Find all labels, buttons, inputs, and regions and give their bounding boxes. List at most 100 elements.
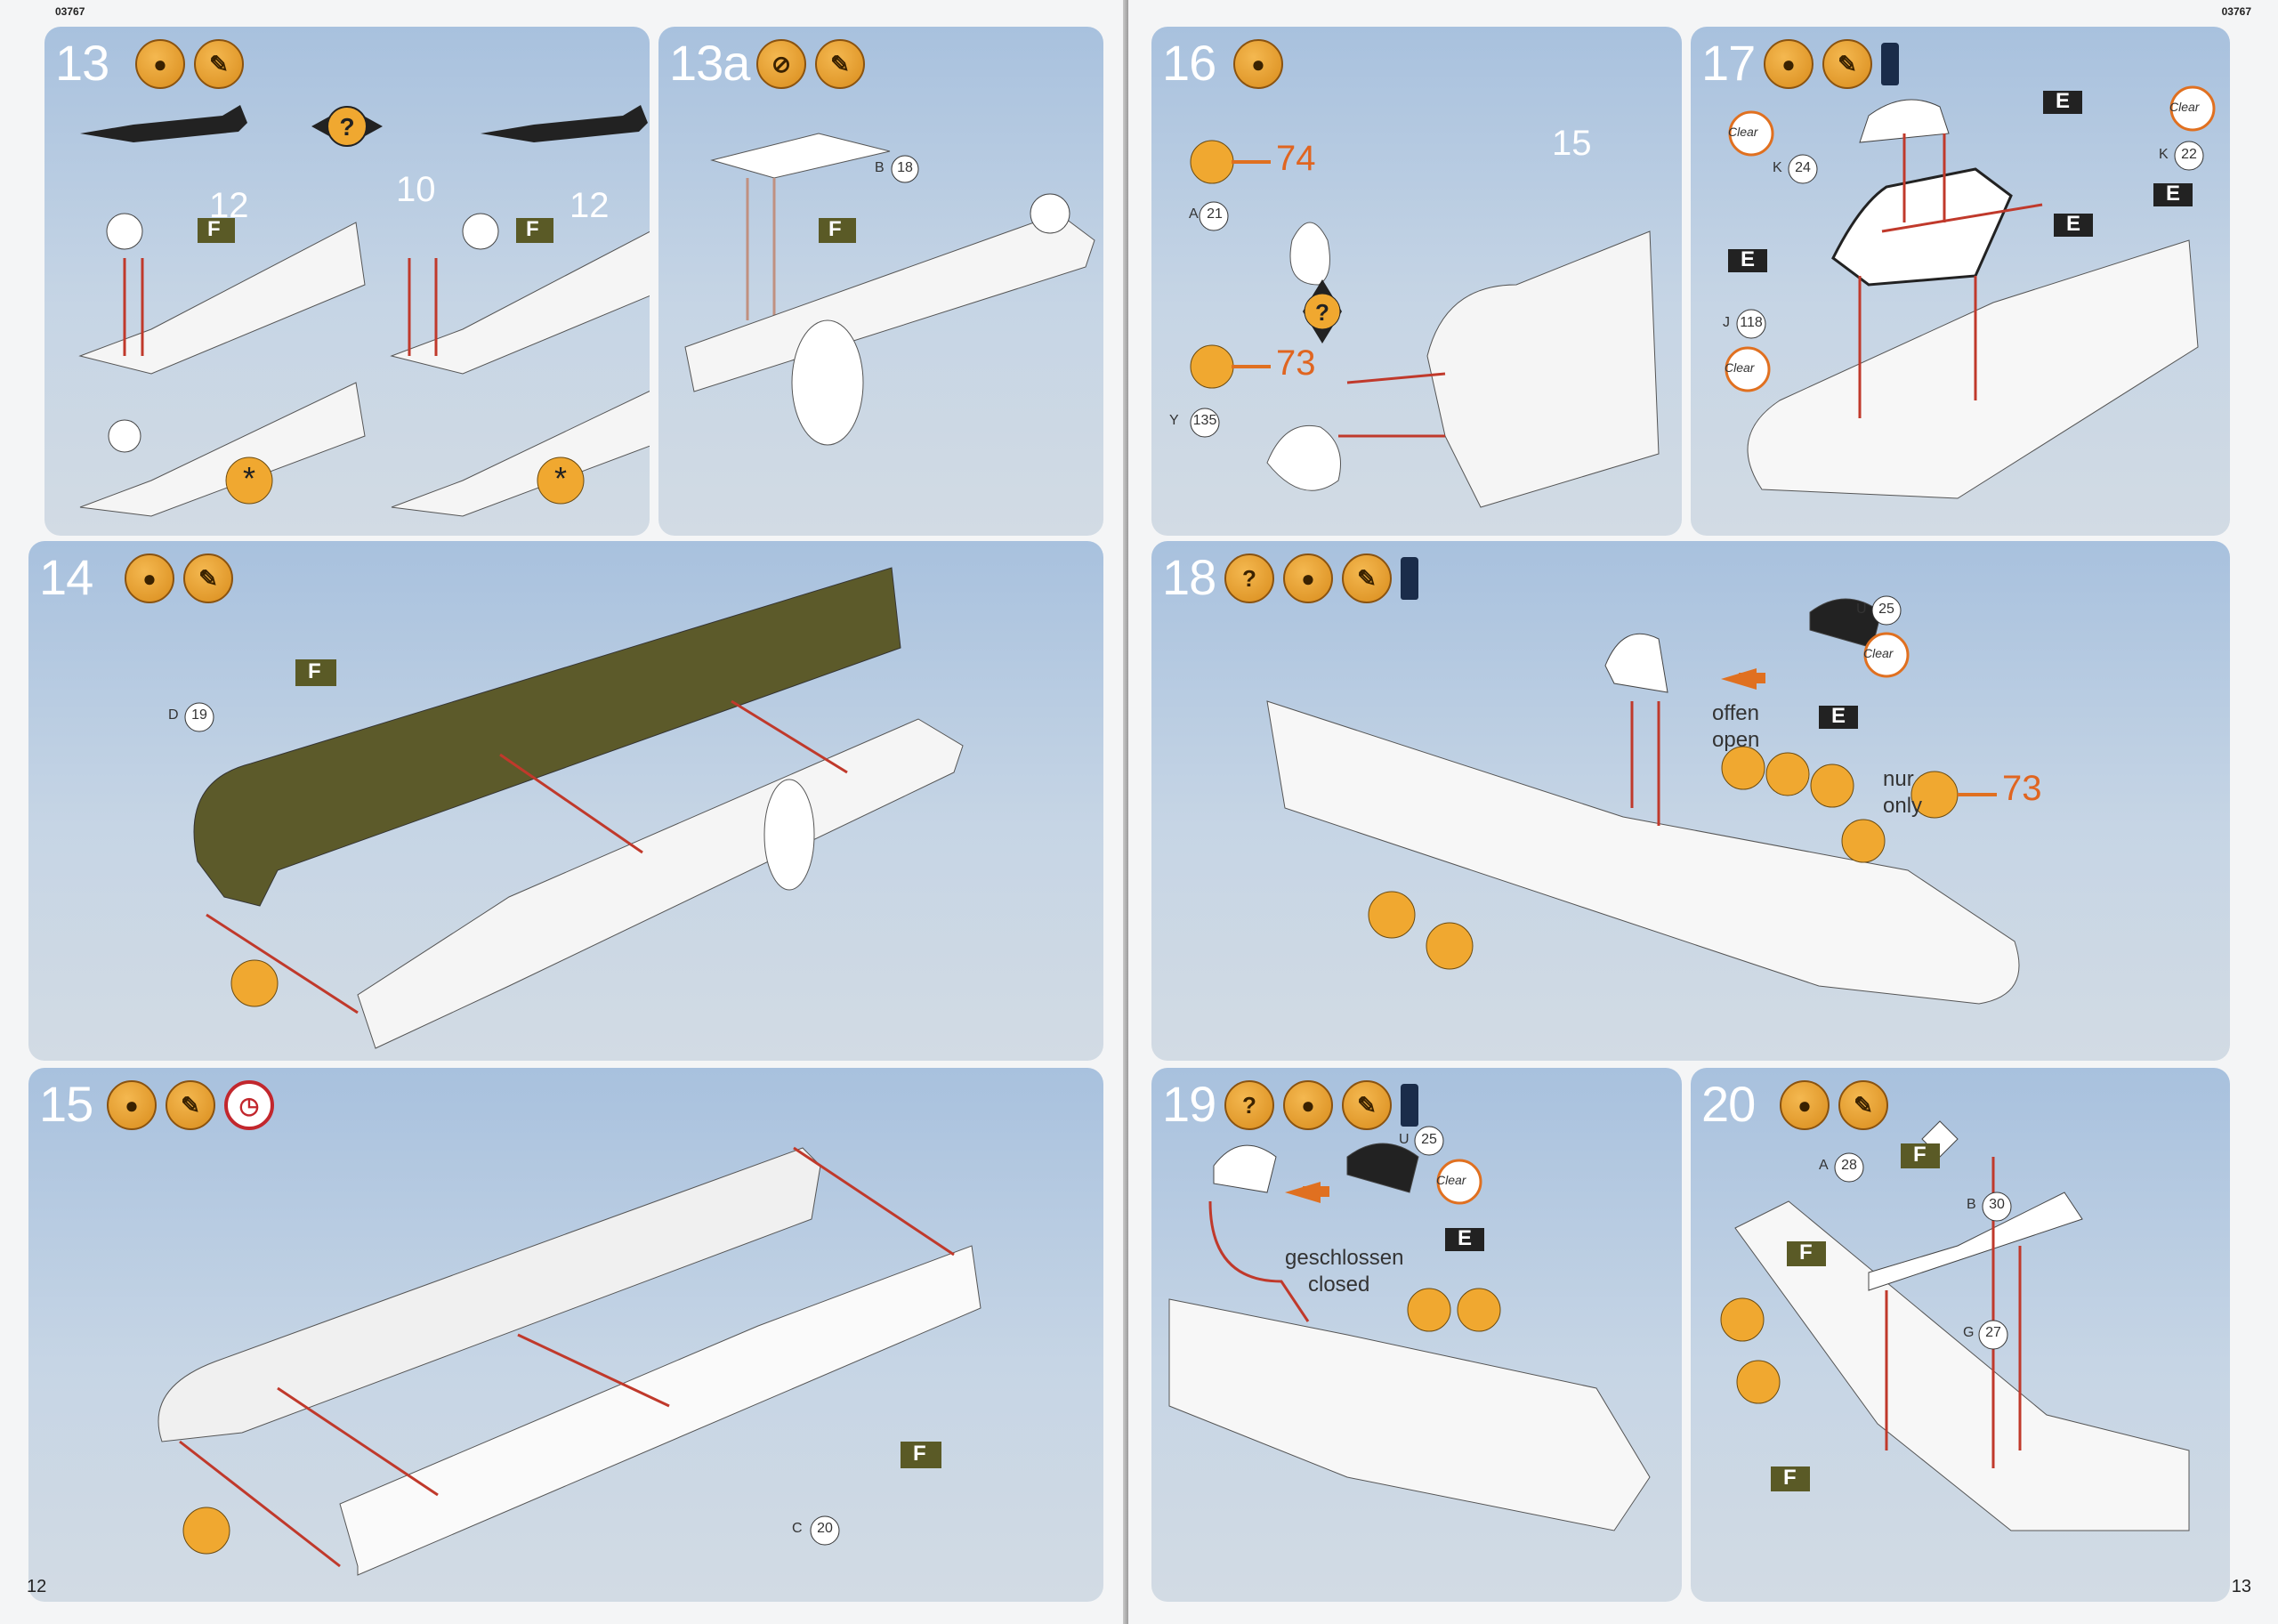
part-callout bbox=[1788, 154, 1818, 184]
decal-label: E bbox=[2066, 212, 2081, 236]
fuselage-part bbox=[391, 391, 650, 517]
step-number: 13 bbox=[55, 35, 109, 91]
part-number: 18 bbox=[897, 160, 913, 175]
right-page: 03767 16 ● ? 74 73 A 21 Y 135 15 bbox=[1128, 0, 2278, 1624]
decal-flag bbox=[819, 218, 856, 243]
step-number: 17 bbox=[1701, 35, 1756, 91]
brush-icon: ✎ bbox=[1838, 1080, 1888, 1130]
step-18-panel: 18 ? ● ✎ offen open bbox=[1151, 541, 2230, 1061]
part-number: 19 bbox=[191, 707, 207, 723]
part-letter: U bbox=[1856, 602, 1867, 617]
brush-icon bbox=[1368, 891, 1416, 939]
page-number-right: 13 bbox=[2231, 1577, 2251, 1596]
asterisk-icon bbox=[225, 456, 273, 505]
paint-icon: ● bbox=[107, 1080, 157, 1130]
question-icon bbox=[327, 106, 368, 147]
masking-icon bbox=[1457, 1288, 1501, 1332]
decal-flag bbox=[1819, 706, 1858, 729]
part-callout bbox=[1199, 201, 1229, 231]
step-number: 18 bbox=[1162, 549, 1216, 605]
part-callout bbox=[1736, 309, 1766, 339]
step-17-panel: 17 ● ✎ Clear Clear Clea bbox=[1691, 27, 2230, 536]
doc-code: 03767 bbox=[55, 5, 85, 18]
part-letter: G bbox=[1963, 1325, 1975, 1340]
paint-pot-icon bbox=[1190, 140, 1234, 184]
decal-flag bbox=[198, 218, 235, 243]
part-letter: A bbox=[1189, 206, 1199, 222]
brush-icon bbox=[1810, 764, 1854, 808]
decal-flag bbox=[1901, 1143, 1940, 1168]
part-letter: A bbox=[1819, 1158, 1829, 1173]
part-letter: J bbox=[1723, 315, 1730, 330]
step-15-drawing bbox=[158, 1146, 981, 1576]
step-number: 13a bbox=[669, 35, 750, 91]
part-callout bbox=[1978, 1320, 2008, 1350]
canopy-part-u25 bbox=[1809, 598, 1882, 649]
part-callout bbox=[810, 1515, 840, 1546]
brush-icon bbox=[1426, 922, 1474, 970]
part-y135 bbox=[1266, 424, 1341, 491]
step-14-panel: 14 ● ✎ D 19 F bbox=[28, 541, 1103, 1061]
paint-icon: ● bbox=[1233, 39, 1283, 89]
brush-icon: ✎ bbox=[1822, 39, 1872, 89]
fuselage-other-half bbox=[339, 1245, 981, 1576]
closed-label-en: closed bbox=[1308, 1273, 1370, 1297]
brush-icon bbox=[1407, 1288, 1451, 1332]
brush-icon: ✎ bbox=[183, 553, 233, 603]
step-16-panel: 16 ● ? 74 73 A 21 Y 135 15 bbox=[1151, 27, 1682, 536]
paint-icon: ● bbox=[1283, 553, 1333, 603]
step-20-panel: 20 ● ✎ F F F A 28 B 30 G 27 bbox=[1691, 1068, 2230, 1602]
step-13a-drawing bbox=[684, 133, 1095, 446]
canopy-frame bbox=[1831, 167, 2013, 287]
part-number: 25 bbox=[1878, 602, 1894, 617]
fuselage-interior bbox=[193, 567, 901, 907]
part-letter: B bbox=[875, 160, 885, 175]
step-number: 15 bbox=[39, 1076, 93, 1132]
brush-icon: ✎ bbox=[194, 39, 244, 89]
part-letter: Y bbox=[1169, 413, 1179, 428]
part-label-10: 10 bbox=[396, 170, 436, 209]
brush-icon bbox=[1765, 752, 1810, 796]
clear-badge bbox=[1436, 1159, 1482, 1205]
step-number: 16 bbox=[1162, 35, 1216, 91]
ref-step-73: 73 bbox=[2002, 769, 2042, 808]
part-callout bbox=[1982, 1192, 2012, 1222]
part-letter: D bbox=[168, 707, 179, 723]
closed-label-de: geschlossen bbox=[1285, 1246, 1404, 1270]
part-label-12: 12 bbox=[209, 186, 249, 225]
paint-icon: ● bbox=[1780, 1080, 1830, 1130]
brush-icon: ✎ bbox=[815, 39, 865, 89]
part-callout bbox=[1190, 408, 1220, 438]
glue-icon bbox=[230, 959, 279, 1007]
paint-icon: ● bbox=[125, 553, 174, 603]
part-callout bbox=[1414, 1126, 1444, 1156]
paint-icon: ● bbox=[1283, 1080, 1333, 1130]
decal-flag bbox=[1728, 249, 1767, 272]
clear-label: Clear bbox=[1436, 1173, 1466, 1187]
part-b30 bbox=[1868, 1192, 2083, 1291]
step-number: 20 bbox=[1701, 1076, 1756, 1132]
decal-label: E bbox=[1458, 1226, 1473, 1250]
clear-badge bbox=[1725, 346, 1771, 392]
canopy-open bbox=[1604, 633, 1668, 693]
part-letter: C bbox=[792, 1521, 803, 1536]
step-13-drawing: ? * * bbox=[78, 105, 650, 517]
step-14-drawing bbox=[184, 567, 964, 1049]
step-19-drawing bbox=[1168, 1126, 1651, 1531]
aircraft-silhouette bbox=[481, 105, 648, 142]
wheel-part bbox=[108, 419, 141, 453]
fuselage-closed bbox=[1168, 1298, 1651, 1531]
wheel-part bbox=[462, 213, 499, 250]
decal-label: E bbox=[1831, 704, 1846, 728]
fuselage-half bbox=[357, 718, 964, 1049]
decal-label: F bbox=[308, 659, 321, 683]
decal-label: F bbox=[913, 1442, 926, 1466]
brush-icon: ✎ bbox=[1342, 1080, 1392, 1130]
wheel-part bbox=[106, 213, 143, 250]
part-callout bbox=[1871, 595, 1902, 626]
decal-flag bbox=[1787, 1241, 1826, 1266]
asterisk-icon bbox=[537, 456, 585, 505]
tail-fin bbox=[763, 779, 815, 891]
step-13a-panel: 13a ⊘ ✎ B 18 F bbox=[658, 27, 1103, 536]
tail-boom bbox=[684, 213, 1095, 392]
